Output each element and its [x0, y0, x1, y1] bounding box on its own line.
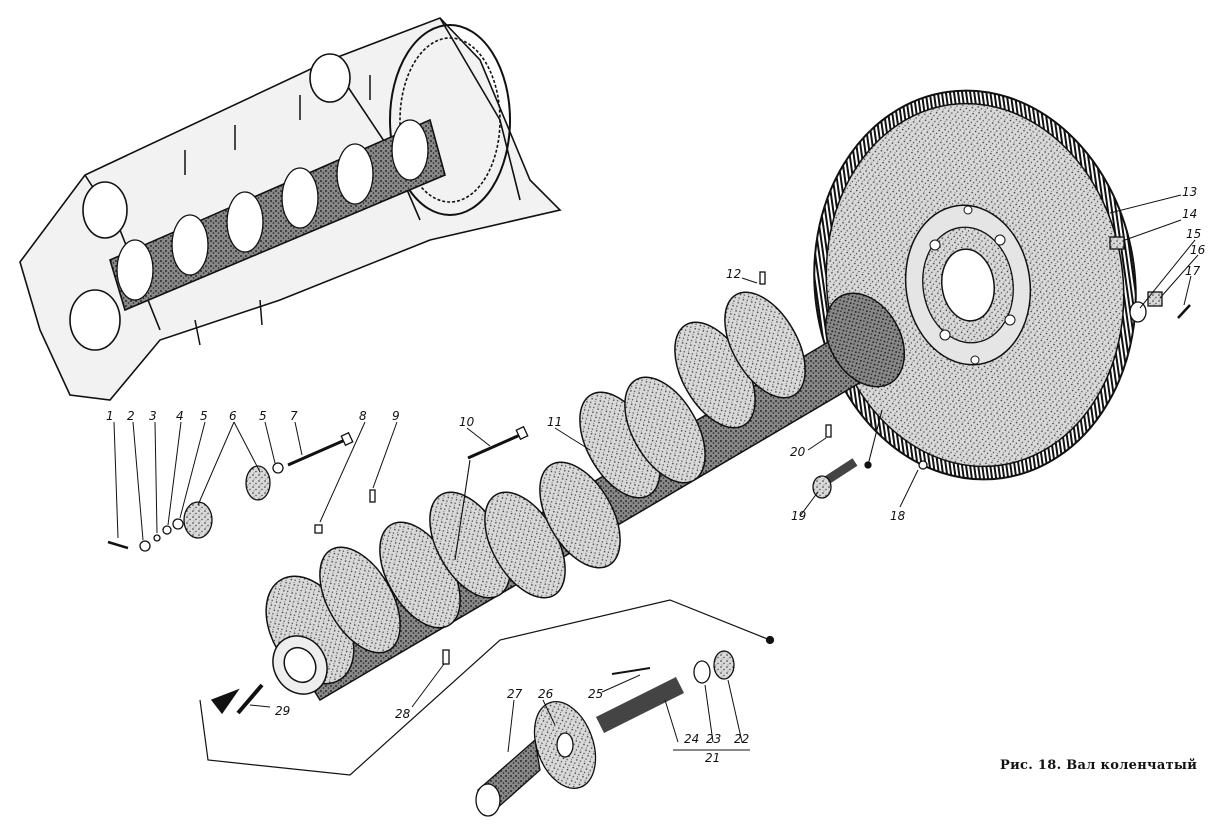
callout-15: 15 [1186, 227, 1202, 241]
callout-13: 13 [1182, 185, 1198, 199]
callout-12: 12 [726, 267, 742, 281]
small-parts [107, 236, 1191, 817]
callout-24: 24 [684, 732, 700, 746]
callout-17: 17 [1185, 264, 1201, 278]
callout-7: 7 [290, 409, 298, 423]
callout-8: 8 [359, 409, 367, 423]
callout-11: 11 [547, 415, 563, 429]
callout-19: 19 [791, 509, 807, 523]
callout-29: 29 [275, 704, 291, 718]
callout-28: 28 [395, 707, 411, 721]
callout-5-left: 5 [200, 409, 208, 423]
engine-block [19, 17, 562, 401]
callout-22: 22 [734, 732, 750, 746]
callout-14: 14 [1182, 207, 1198, 221]
callout-18: 18 [890, 509, 906, 523]
callout-21: 21 [705, 751, 721, 765]
callout-20: 20 [790, 445, 806, 459]
callout-4: 4 [176, 409, 184, 423]
callout-3: 3 [149, 409, 157, 423]
callout-27: 27 [507, 687, 523, 701]
callout-6: 6 [229, 409, 237, 423]
callout-25: 25 [588, 687, 604, 701]
callout-9: 9 [392, 409, 400, 423]
callout-16: 16 [1190, 243, 1206, 257]
callout-26: 26 [538, 687, 554, 701]
callout-2: 2 [127, 409, 135, 423]
leader-lines [113, 194, 1199, 753]
callout-23: 23 [706, 732, 722, 746]
crankshaft [265, 291, 906, 702]
flywheel [813, 89, 1137, 481]
figure-caption: Рис. 18. Вал коленчатый [1000, 758, 1198, 773]
callout-5-right: 5 [259, 409, 267, 423]
callout-1: 1 [106, 409, 114, 423]
callout-10: 10 [459, 415, 475, 429]
